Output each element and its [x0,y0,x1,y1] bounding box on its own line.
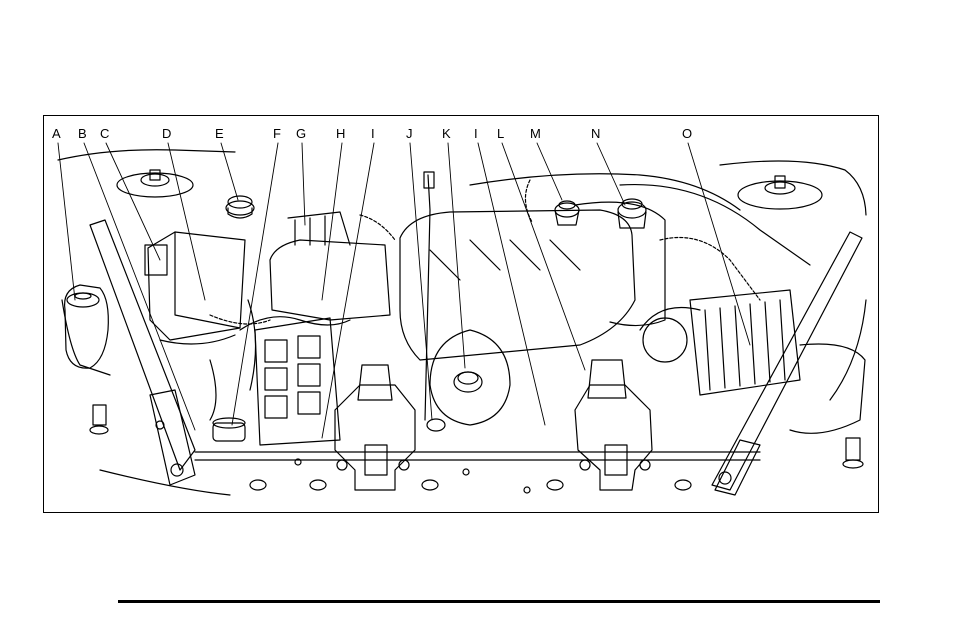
component-a-reservoir [65,285,109,368]
component-h-cover [270,212,390,320]
callout-j: J [406,126,413,141]
callout-i: I [371,126,375,141]
engine-cover [400,210,635,360]
callout-e: E [215,126,224,141]
wire-harness [210,180,760,324]
left-brace [90,220,195,485]
component-f-cap [213,418,245,441]
right-booster [470,174,810,326]
right-strut-tower [738,176,822,209]
callout-g: G [296,126,306,141]
callout-k: K [442,126,451,141]
right-brace [712,232,862,495]
callout-f: F [273,126,281,141]
callout-i-second: I [474,126,478,141]
callout-o: O [682,126,692,141]
left-strut-tower [117,170,193,197]
callout-h: H [336,126,345,141]
center-bracket-left [335,365,415,490]
coil-block [255,318,340,445]
callout-labels: A B C D E F G H I J K I L M N O [52,126,692,141]
page-rule [118,600,880,603]
component-d-box [145,232,245,340]
component-k-cap [430,330,510,425]
callout-c: C [100,126,109,141]
callout-a: A [52,126,61,141]
radiator-support [100,452,760,495]
leader-lines [58,143,750,438]
callout-b: B [78,126,87,141]
center-bracket-right [575,360,652,490]
callout-m: M [530,126,541,141]
callout-l: L [497,126,504,141]
component-j-dipstick [424,172,445,431]
callout-d: D [162,126,171,141]
callout-n: N [591,126,600,141]
component-n-cap [618,199,646,228]
component-e-cap [226,196,254,218]
